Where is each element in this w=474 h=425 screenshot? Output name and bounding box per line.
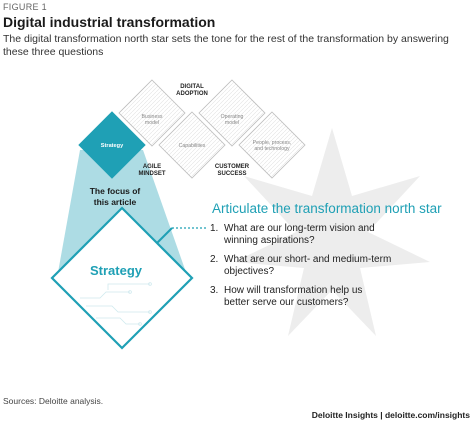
- question-3-line-2: better serve our customers?: [224, 297, 349, 308]
- strategy-small-cell: [78, 111, 146, 179]
- focus-label-2: this article: [94, 197, 137, 207]
- people-process-cell: [238, 111, 306, 179]
- focus-label-1: The focus of: [90, 186, 141, 196]
- digital-adoption-label-1: DIGITAL: [180, 84, 204, 90]
- source-note: Sources: Deloitte analysis.: [3, 396, 104, 406]
- figure-label: FIGURE 1: [3, 2, 47, 12]
- digital-adoption-label-2: ADOPTION: [176, 91, 208, 97]
- strategy-small-label: Strategy: [101, 143, 124, 149]
- question-2-line-2: objectives?: [224, 266, 274, 277]
- customer-success-label-2: SUCCESS: [217, 171, 246, 177]
- question-2-number: 2.: [210, 254, 218, 265]
- capabilities-cell: [158, 111, 226, 179]
- north-star-shape: [234, 128, 430, 336]
- people-process-label-1: People, process,: [253, 140, 292, 146]
- figure-title: Digital industrial transformation: [3, 14, 216, 30]
- diamond-grid: [118, 79, 306, 179]
- agile-mindset-label-1: AGILE: [143, 164, 161, 170]
- figure-subtitle: The digital transformation north star se…: [3, 33, 449, 58]
- north-star-title: Articulate the transformation north star: [212, 201, 442, 216]
- question-1-number: 1.: [210, 223, 218, 234]
- operating-model-label-2: model: [225, 120, 239, 126]
- question-2-line-1: What are our short- and medium-term: [224, 254, 391, 265]
- strategy-large-label: Strategy: [90, 263, 143, 278]
- business-model-label-1: Business: [141, 114, 162, 120]
- people-process-label-2: and technology: [254, 146, 290, 152]
- capabilities-label: Capabilities: [179, 143, 206, 149]
- footer-credit: Deloitte Insights | deloitte.com/insight…: [311, 410, 470, 420]
- question-1-line-1: What are our long-term vision and: [224, 223, 375, 234]
- question-3-line-1: How will transformation help us: [224, 285, 362, 296]
- customer-success-label-1: CUSTOMER: [215, 164, 250, 170]
- operating-model-label-1: Operating: [221, 114, 244, 120]
- operating-model-cell: [198, 79, 266, 147]
- business-model-cell: [118, 79, 186, 147]
- strategy-large-diamond: [50, 206, 194, 350]
- agile-mindset-label-2: MINDSET: [139, 171, 166, 177]
- question-3-number: 3.: [210, 285, 218, 296]
- business-model-label-2: model: [145, 120, 159, 126]
- question-1-line-2: winning aspirations?: [223, 235, 315, 246]
